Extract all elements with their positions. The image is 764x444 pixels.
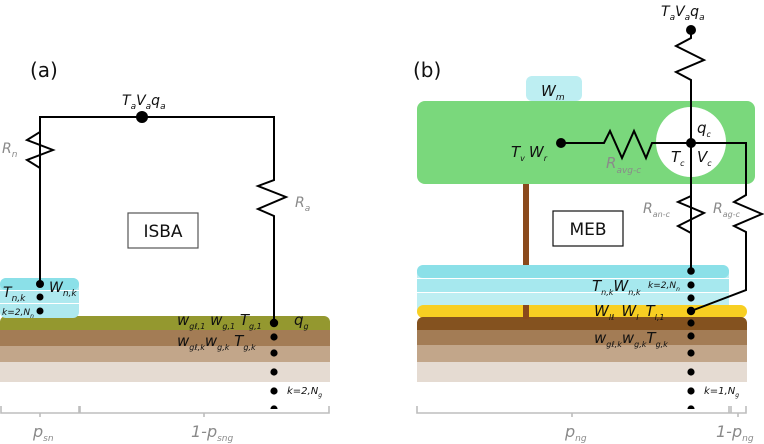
atmosphere-node <box>136 111 148 123</box>
intercepted-snow-label: Wm <box>541 82 565 103</box>
atmosphere-node-b <box>686 25 696 35</box>
ground-resistance-label: Ra <box>295 195 310 214</box>
soil-node-b3 <box>687 349 695 357</box>
snow-resistance-label: Rn <box>2 141 18 160</box>
ground-row1-labels: wgℓ,1 wg,1 Tg,1 <box>177 311 262 333</box>
soil-node-b6 <box>687 405 695 409</box>
snow-k-range-label-b: k=2,Nn <box>648 281 680 293</box>
soil-layer-3 <box>0 346 330 362</box>
non-vegetated-fraction-label: 1-png <box>716 422 754 444</box>
snow-canopy-resistor <box>675 180 707 234</box>
atmosphere-label-b: TaVaqa <box>661 4 705 23</box>
snow-node-1 <box>36 280 44 288</box>
canopy-humidity-label: qc <box>697 119 712 139</box>
snow-node-2 <box>36 293 44 301</box>
soil-layer-4-b <box>417 362 747 382</box>
snow-canopy-resistance-label: Ran-c <box>643 201 671 219</box>
meb-label: MEB <box>569 220 606 240</box>
fraction-axis-a <box>0 406 330 417</box>
canopy-air-node <box>686 138 696 148</box>
snow-water-label: Wn,k <box>49 280 77 299</box>
snow-node-b1 <box>687 267 695 275</box>
canopy-wind-label: Vc <box>697 148 712 168</box>
soil-node-b2 <box>687 332 695 340</box>
soil-node-b5 <box>687 387 695 395</box>
ground-node-1 <box>269 318 279 328</box>
panel-a-label: (a) <box>30 58 58 82</box>
vegetation-ground-wire <box>561 128 764 312</box>
soil-k-range-label-b: k=1,Ng <box>704 386 739 399</box>
intercepted-snow-box <box>526 76 582 101</box>
ground-node-5 <box>270 387 278 395</box>
ground-humidity-label: qg <box>294 311 309 331</box>
snow-labels-b: Tn,kWn,k <box>592 277 641 297</box>
snow-node-3 <box>36 307 44 315</box>
snow-temperature-label: Tn,k <box>3 285 26 304</box>
atmosphere-label: TaVaqa <box>122 93 166 112</box>
soil-layer-2-b <box>417 330 747 345</box>
soil-layer-2 <box>0 330 330 346</box>
soil-node-b4 <box>687 368 695 376</box>
soil-layer-4 <box>0 362 330 382</box>
panel-a: (a) TaVaqa Rn Ra ISBA Tn,k Wn,k k=2,Nn <box>0 58 330 444</box>
ground-k-range-label: k=2,Ng <box>287 386 322 399</box>
soil-layer-3-b <box>417 345 747 362</box>
meb-label-box <box>552 210 624 247</box>
tree-trunk <box>523 184 529 319</box>
isba-label-box <box>127 212 199 249</box>
resistance-network-wire <box>24 116 289 323</box>
vegetation-node <box>556 138 566 148</box>
snow-k-range-label: k=2,Nn <box>2 308 34 320</box>
panel-b-label: (b) <box>413 58 441 82</box>
litter-layer <box>417 305 747 318</box>
soil-top-layer-b-base <box>417 324 747 331</box>
ground-row2-labels: wgℓ,kwg,k Tg,k <box>177 332 256 354</box>
snow-layer-mid-b <box>417 279 729 292</box>
snow-node-b2 <box>687 281 695 289</box>
litter-node <box>686 306 696 316</box>
soil-labels-b: wgℓ,kwg,kTg,k <box>594 329 668 349</box>
ground-node-6 <box>270 405 278 409</box>
vegetated-fraction-label: png <box>564 422 587 444</box>
ground-node-3 <box>270 349 278 357</box>
snow-node-b3 <box>687 294 695 302</box>
veg-canopy-resistance-label: Ravg-c <box>606 154 641 176</box>
fraction-axis-b <box>416 406 747 417</box>
tree-trunk-lower <box>523 305 529 319</box>
ground-canopy-resistance-label: Rag-c <box>713 201 741 219</box>
ground-node-4 <box>270 368 278 376</box>
snow-fraction-label: psn <box>32 422 54 444</box>
canopy-atmosphere-wire <box>673 30 707 271</box>
canopy-temperature-label: Tc <box>671 148 685 168</box>
soil-node-b1 <box>687 319 695 327</box>
ground-node-2 <box>270 333 278 341</box>
snow-free-fraction-label: 1-psng <box>191 422 234 444</box>
isba-label: ISBA <box>143 222 182 242</box>
snow-layer-top-b <box>417 265 729 278</box>
